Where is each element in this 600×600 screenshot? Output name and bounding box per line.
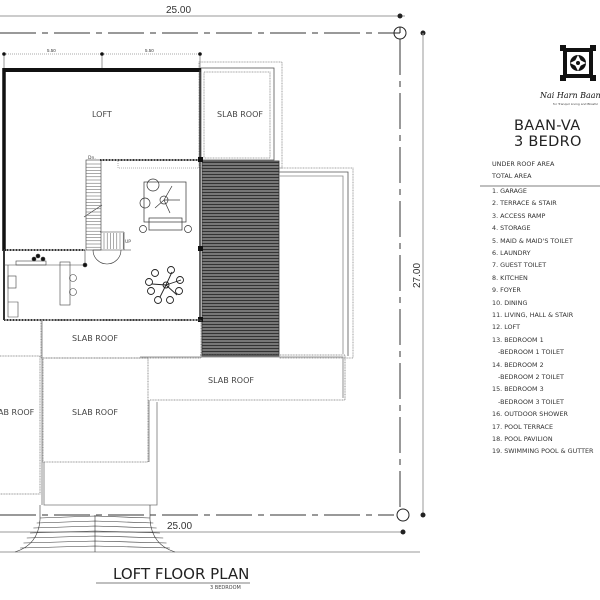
dining-table-icon — [145, 266, 184, 304]
hatched-roof — [201, 160, 280, 357]
slab-roof-lower — [0, 319, 346, 506]
room-schedule-item: 15. BEDROOM 3 — [492, 385, 544, 394]
room-schedule-item: 18. POOL PAVILION — [492, 435, 553, 443]
room-schedule-item: 10. DINING — [492, 298, 528, 307]
logo-tagline: for Tranquil Living and Blissful — [553, 102, 598, 106]
room-schedule-item: 14. BEDROOM 2 — [492, 360, 544, 369]
room-schedule-item: 13. BEDROOM 1 — [492, 335, 544, 344]
top-dimension: 25.00 — [0, 5, 405, 19]
room-schedule-item: 2. TERRACE & STAIR — [492, 199, 557, 208]
room-schedule-item: 8. KITCHEN — [492, 273, 528, 282]
room-schedule-item: -BEDROOM 3 TOILET — [498, 397, 564, 406]
room-schedule-item: 12. LOFT — [492, 323, 521, 332]
room-schedule-item: 4. STORAGE — [492, 224, 531, 233]
room-schedule-item: -BEDROOM 1 TOILET — [498, 348, 564, 357]
logo-text: Nai Harn Baan — [539, 91, 600, 100]
slab-roof-label-1: SLAB ROOF — [72, 334, 118, 343]
stair-treads: (function(){const g=document.currentScri… — [86, 163, 124, 249]
brand-logo: Nai Harn Baan for Tranquil Living and Bl… — [539, 45, 600, 106]
room-schedule-item: -BEDROOM 2 TOILET — [498, 373, 564, 381]
room-schedule-item: 11. LIVING, HALL & STAIR — [492, 311, 574, 319]
room-schedule-item: 7. GUEST TOILET — [492, 261, 547, 270]
stair-up-label: UP — [125, 239, 131, 245]
plan-subtitle: 3 BEDROOM — [210, 585, 241, 591]
stair-down-label: Dn. — [88, 155, 96, 161]
depth-dimension: 27.00 — [412, 263, 423, 288]
entry-steps: (function(){const g=document.currentScri… — [14, 505, 176, 553]
width-dimension-bottom: 25.00 — [167, 521, 192, 532]
room-schedule-item: 16. OUTDOOR SHOWER — [492, 410, 568, 419]
width-dimension-top: 25.00 — [166, 5, 191, 16]
project-subtitle: 3 BEDRO — [514, 134, 582, 150]
right-dimension: 27.00 — [399, 33, 424, 515]
living-furniture — [139, 178, 192, 233]
total-area-label: TOTAL AREA — [492, 172, 532, 180]
under-roof-area-label: UNDER ROOF AREA — [492, 160, 555, 168]
loft-label: LOFT — [92, 110, 112, 119]
bay-dimensions: 5.50 5.50 — [2, 48, 202, 70]
loft-walls — [2, 68, 203, 322]
room-schedule-item: 17. POOL TERRACE — [492, 422, 554, 431]
bay-dimension-1: 5.50 — [47, 48, 56, 53]
slab-roof-label-3: AB ROOF — [0, 408, 35, 417]
kitchen-counter — [4, 250, 88, 318]
room-schedule-item: 6. LAUNDRY — [492, 249, 531, 257]
slab-roof-label-4: SLAB ROOF — [72, 408, 118, 417]
grid-line-bottom: 25.00 — [0, 508, 426, 553]
room-schedule-item: 5. MAID & MAID'S TOILET — [492, 236, 573, 245]
room-schedule-item: 9. FOYER — [492, 286, 521, 295]
plan-title: LOFT FLOOR PLAN — [113, 565, 249, 583]
slab-roof-label-top-right: SLAB ROOF — [217, 110, 263, 119]
room-schedule-item: 19. SWIMMING POOL & GUTTER — [492, 447, 594, 456]
project-title: BAAN-VA — [514, 118, 581, 134]
grid-line-top — [0, 26, 426, 40]
roof-outline-right — [279, 167, 354, 359]
room-schedule-item: 3. ACCESS RAMP — [492, 211, 546, 220]
bay-dimension-2: 5.50 — [145, 48, 154, 53]
room-schedule-item: 1. GARAGE — [492, 187, 527, 195]
slab-roof-label-2: SLAB ROOF — [208, 376, 254, 385]
